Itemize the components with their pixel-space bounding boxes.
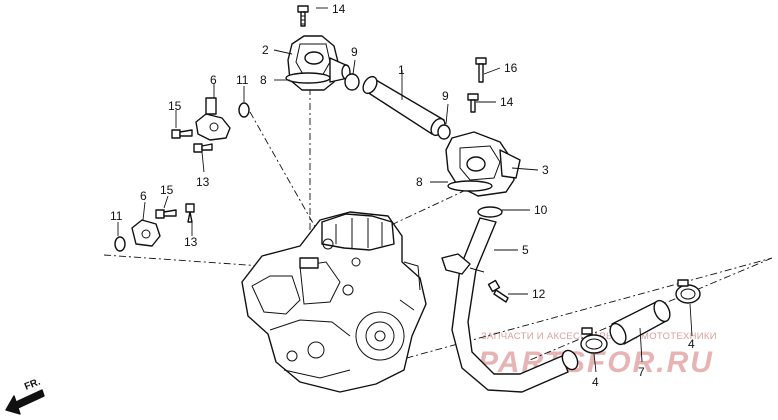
bolt-13-upper bbox=[193, 143, 213, 153]
callout-9: 9 bbox=[442, 89, 449, 103]
leader-lines bbox=[117, 7, 693, 373]
water-hose bbox=[362, 75, 446, 137]
bolt-13-lower bbox=[185, 203, 195, 223]
o-ring-lower bbox=[437, 124, 451, 140]
bolt-15-upper bbox=[171, 129, 193, 139]
callout-1: 1 bbox=[398, 63, 405, 77]
callout-6: 6 bbox=[210, 73, 217, 87]
callout-10: 10 bbox=[534, 203, 548, 217]
o-ring-11-upper bbox=[238, 102, 250, 118]
callout-4: 4 bbox=[688, 337, 695, 351]
o-ring-upper bbox=[344, 73, 360, 91]
callout-14: 14 bbox=[332, 2, 346, 16]
callout-13: 13 bbox=[196, 175, 210, 189]
hose-clamp-left bbox=[580, 327, 608, 354]
seal-ring-upper bbox=[285, 72, 331, 84]
bolt-15-lower bbox=[155, 209, 177, 219]
front-direction-arrow: FR. bbox=[5, 376, 45, 415]
pipe-housing bbox=[445, 131, 521, 197]
callout-5: 5 bbox=[522, 243, 529, 257]
fitting-upper bbox=[195, 97, 231, 141]
seal-ring-lower bbox=[447, 180, 493, 192]
callout-4: 4 bbox=[592, 375, 599, 389]
callout-6: 6 bbox=[140, 189, 147, 203]
callout-8: 8 bbox=[416, 175, 423, 189]
callout-13: 13 bbox=[184, 235, 198, 249]
callouts: 14 2 8 9 1 9 3 8 10 5 12 6 11 15 13 6 15… bbox=[110, 2, 695, 389]
o-ring-10 bbox=[477, 206, 503, 218]
bolt-16 bbox=[475, 57, 487, 83]
callout-16: 16 bbox=[504, 61, 518, 75]
callout-11: 11 bbox=[110, 209, 123, 223]
callout-2: 2 bbox=[262, 43, 269, 57]
callout-3: 3 bbox=[542, 163, 549, 177]
fitting-lower bbox=[131, 219, 161, 247]
callout-8: 8 bbox=[260, 73, 267, 87]
o-ring-11-lower bbox=[114, 236, 126, 252]
callout-15: 15 bbox=[168, 99, 182, 113]
engine-block bbox=[241, 211, 427, 393]
callout-12: 12 bbox=[532, 287, 546, 301]
short-hose bbox=[609, 299, 671, 346]
callout-9: 9 bbox=[351, 45, 358, 59]
bolt-top bbox=[297, 5, 309, 27]
pipe-end bbox=[561, 349, 579, 371]
front-label: FR. bbox=[23, 376, 42, 392]
callout-15: 15 bbox=[160, 183, 174, 197]
callout-7: 7 bbox=[638, 365, 645, 379]
callout-14: 14 bbox=[500, 95, 514, 109]
hose-clamp-right bbox=[675, 279, 701, 304]
callout-11: 11 bbox=[236, 73, 249, 87]
bolt-12 bbox=[487, 279, 509, 303]
bolt-14-right bbox=[467, 93, 479, 113]
